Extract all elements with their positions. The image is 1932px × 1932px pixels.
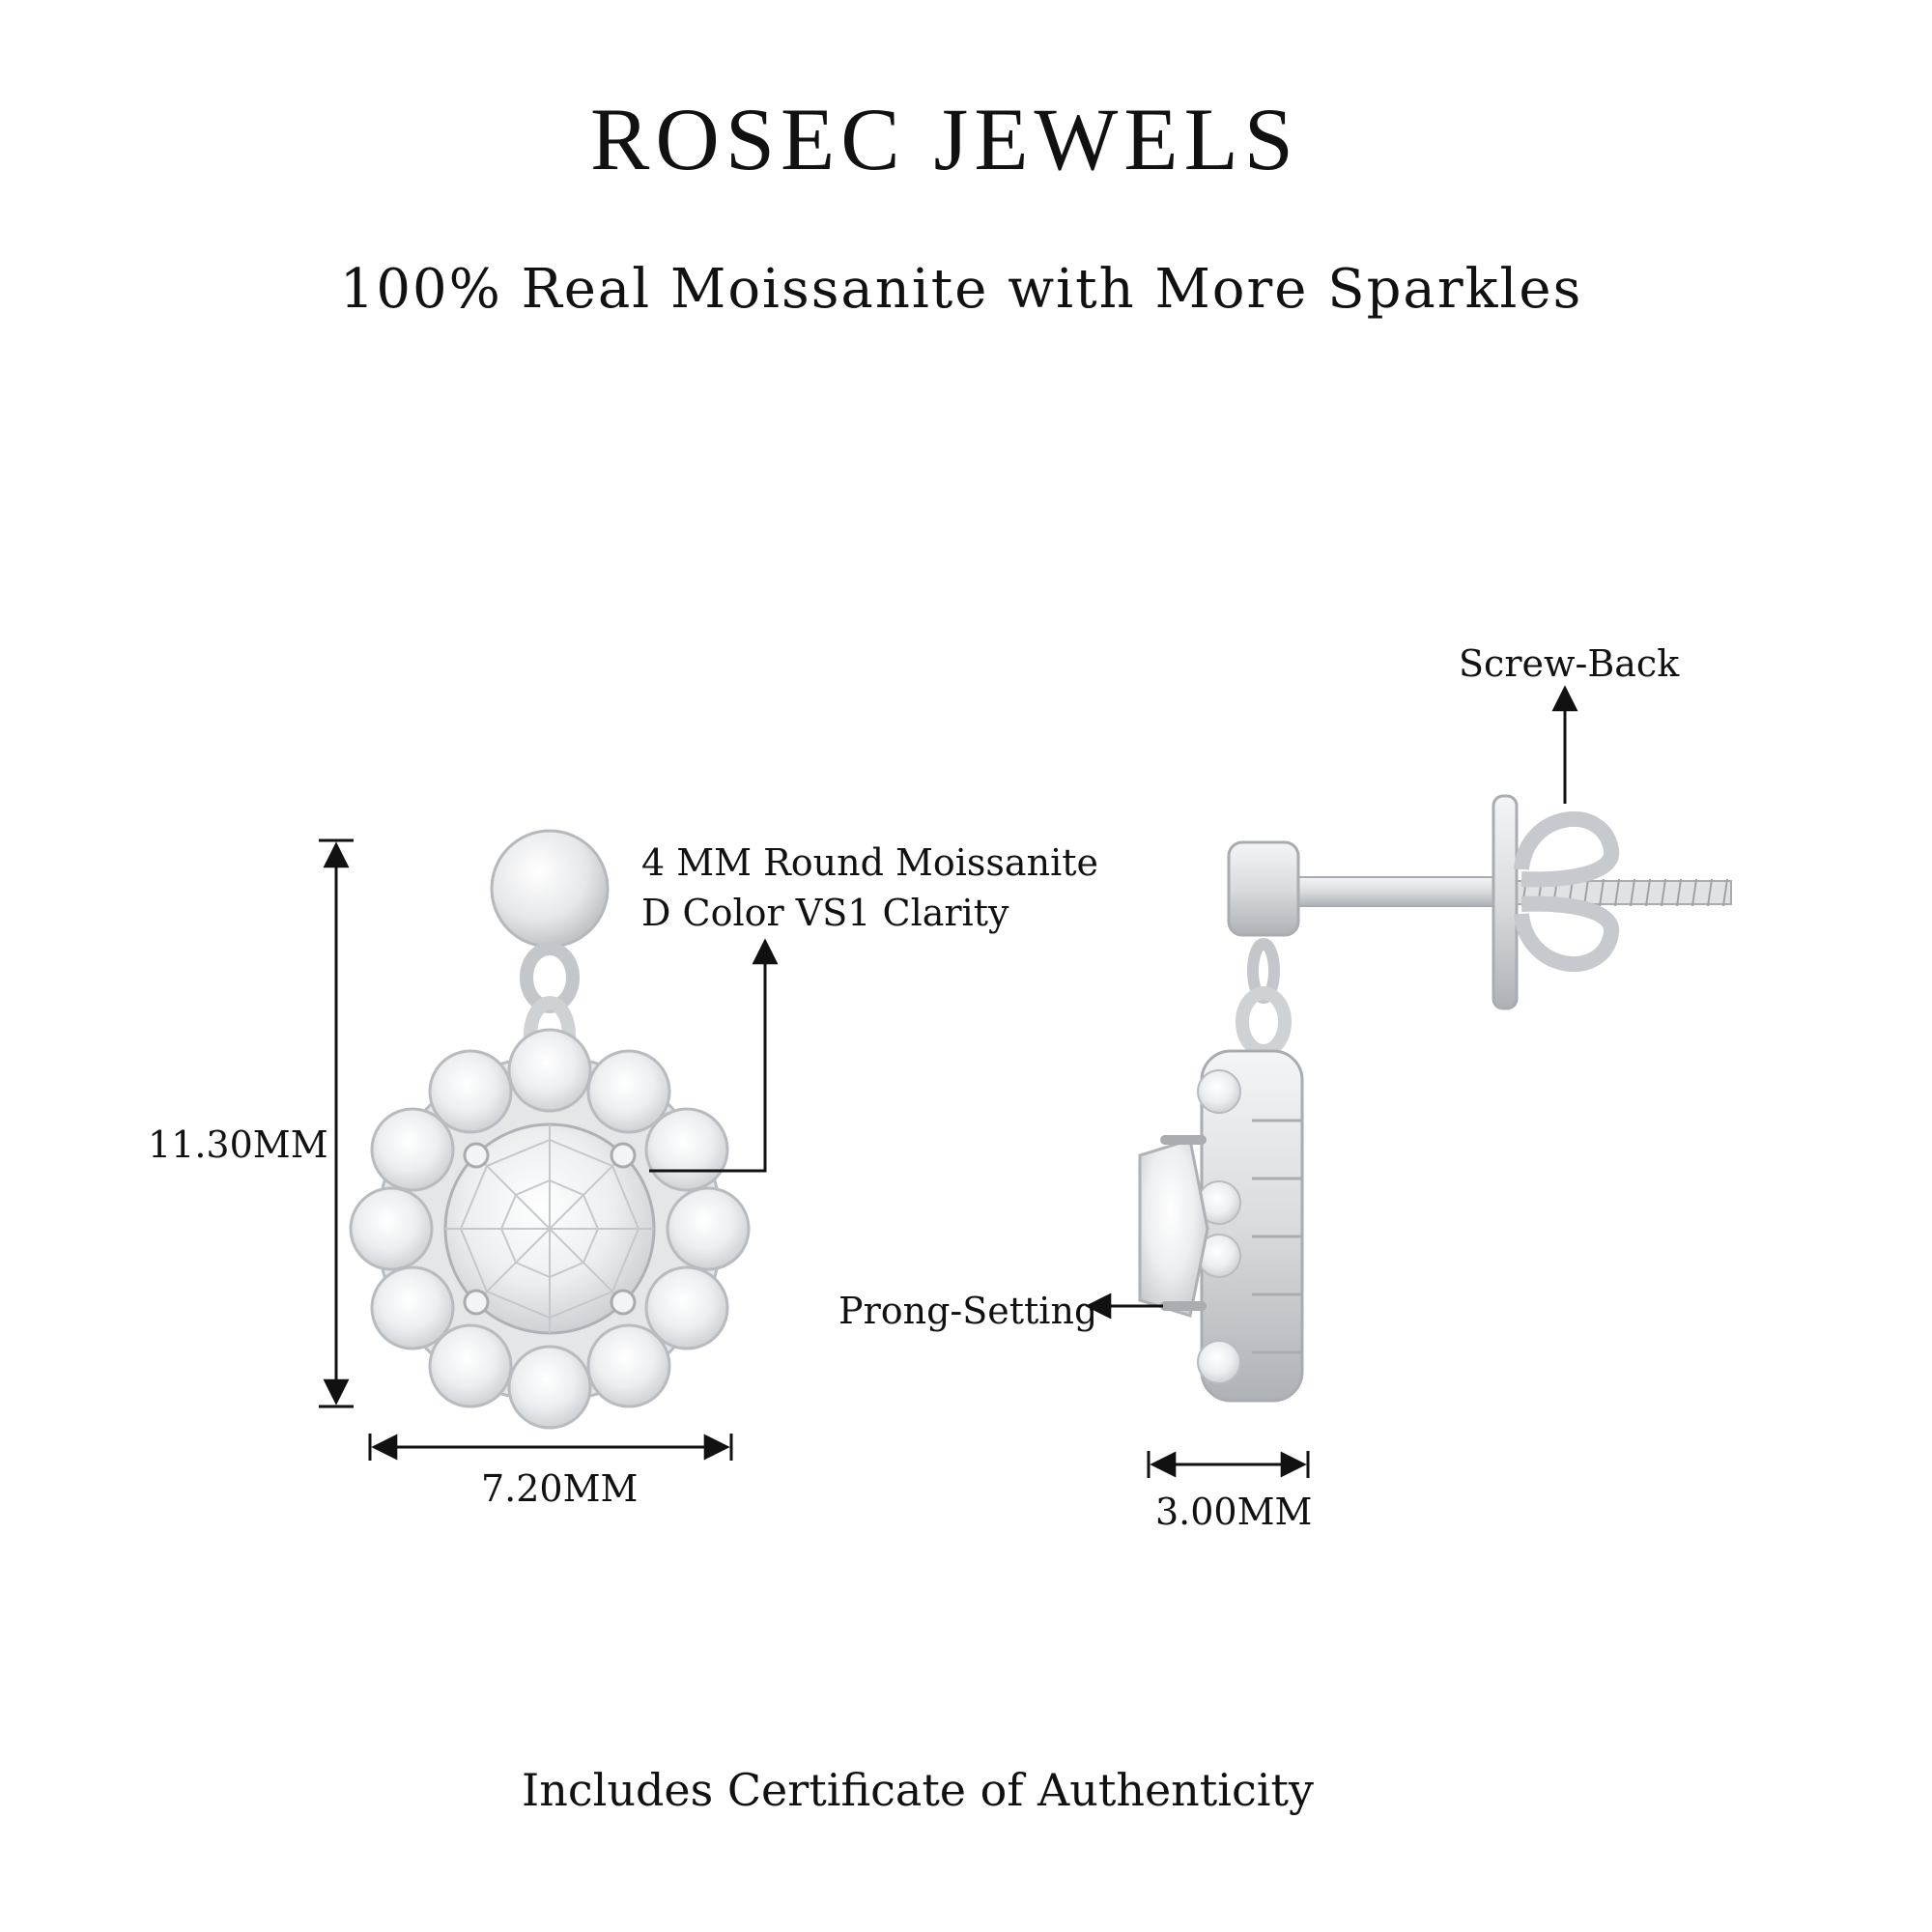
height-dimension	[319, 838, 354, 1408]
side-prongs	[1160, 1135, 1207, 1311]
prong-setting-label: Prong-Setting	[838, 1290, 1098, 1332]
butterfly-back	[1514, 811, 1620, 972]
stone-callout-leader	[649, 938, 779, 1173]
stone-spec-line2: D Color VS1 Clarity	[641, 892, 1009, 934]
back-plate	[1492, 794, 1519, 1010]
front-earring	[349, 829, 751, 1430]
center-prongs	[463, 1142, 637, 1316]
depth-dimension	[1147, 1451, 1310, 1478]
brand-title: ROSEC JEWELS	[590, 90, 1299, 188]
certificate-note: Includes Certificate of Authenticity	[522, 1764, 1314, 1816]
depth-label: 3.00MM	[1155, 1491, 1313, 1533]
width-label: 7.20MM	[481, 1467, 639, 1510]
post	[1284, 876, 1518, 907]
halo-segments	[1252, 1119, 1302, 1354]
stone-facets	[445, 1124, 654, 1333]
screw-back-label: Screw-Back	[1459, 642, 1680, 685]
side-earring	[1138, 794, 1732, 1403]
stud-head-side	[1227, 840, 1300, 937]
stud-disc	[490, 829, 610, 949]
halo-stones-side	[1197, 1069, 1241, 1384]
stone-spec-line1: 4 MM Round Moissanite	[641, 841, 1098, 884]
tagline: 100% Real Moissanite with More Sparkles	[339, 258, 1583, 321]
center-stone-side	[1138, 1138, 1209, 1318]
height-label: 11.30MM	[148, 1123, 328, 1166]
width-dimension	[368, 1434, 733, 1461]
